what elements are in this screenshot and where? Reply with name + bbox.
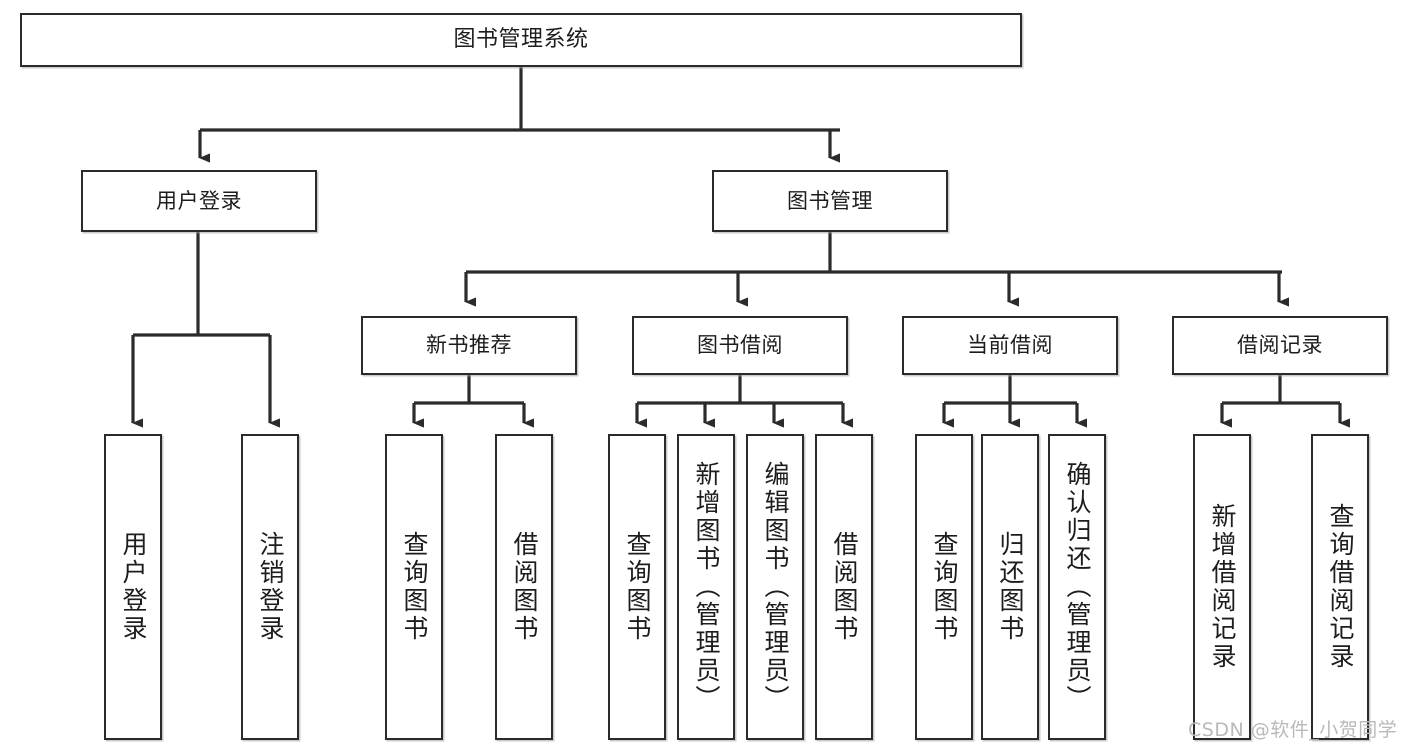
node-leaf-add-book-label: 新增图书（管理员） <box>692 461 721 713</box>
node-leaf-query-book-1-label: 查询图书 <box>400 531 429 643</box>
node-leaf-query-book-3-label: 查询图书 <box>930 531 959 643</box>
node-leaf-borrow-book-1-label: 借阅图书 <box>510 531 539 643</box>
node-leaf-confirm-return-label: 确认归还（管理员） <box>1063 461 1092 713</box>
node-leaf-add-book[interactable]: 新增图书（管理员） <box>677 434 735 740</box>
node-root[interactable]: 图书管理系统 <box>20 13 1022 67</box>
node-new-book-recommend-label: 新书推荐 <box>426 333 512 358</box>
node-leaf-add-record-label: 新增借阅记录 <box>1208 503 1237 671</box>
node-leaf-user-login[interactable]: 用户登录 <box>104 434 162 740</box>
node-leaf-edit-book-label: 编辑图书（管理员） <box>761 461 790 713</box>
node-leaf-edit-book[interactable]: 编辑图书（管理员） <box>746 434 804 740</box>
node-root-label: 图书管理系统 <box>453 27 589 53</box>
node-leaf-borrow-book-1[interactable]: 借阅图书 <box>495 434 553 740</box>
node-leaf-borrow-book-2[interactable]: 借阅图书 <box>815 434 873 740</box>
node-new-book-recommend[interactable]: 新书推荐 <box>361 316 577 375</box>
node-user-login-label: 用户登录 <box>156 188 242 213</box>
node-leaf-logout-label: 注销登录 <box>256 531 285 643</box>
node-leaf-add-record[interactable]: 新增借阅记录 <box>1193 434 1251 740</box>
node-book-borrow[interactable]: 图书借阅 <box>632 316 848 375</box>
node-leaf-user-login-label: 用户登录 <box>119 531 148 643</box>
node-leaf-return-book-label: 归还图书 <box>996 531 1025 643</box>
node-book-borrow-label: 图书借阅 <box>697 333 783 358</box>
node-current-borrow-label: 当前借阅 <box>967 333 1053 358</box>
node-book-management[interactable]: 图书管理 <box>712 170 948 232</box>
node-borrow-record-label: 借阅记录 <box>1237 333 1323 358</box>
node-leaf-query-book-2-label: 查询图书 <box>623 531 652 643</box>
node-leaf-return-book[interactable]: 归还图书 <box>981 434 1039 740</box>
node-book-management-label: 图书管理 <box>787 188 873 213</box>
node-user-login[interactable]: 用户登录 <box>81 170 317 232</box>
node-borrow-record[interactable]: 借阅记录 <box>1172 316 1388 375</box>
node-leaf-confirm-return[interactable]: 确认归还（管理员） <box>1048 434 1106 740</box>
node-leaf-borrow-book-2-label: 借阅图书 <box>830 531 859 643</box>
node-leaf-query-book-3[interactable]: 查询图书 <box>915 434 973 740</box>
node-leaf-query-book-1[interactable]: 查询图书 <box>385 434 443 740</box>
node-leaf-logout[interactable]: 注销登录 <box>241 434 299 740</box>
watermark-text: CSDN @软件_小贺同学 <box>1188 719 1398 741</box>
node-leaf-query-record-label: 查询借阅记录 <box>1326 503 1355 671</box>
node-current-borrow[interactable]: 当前借阅 <box>902 316 1118 375</box>
node-leaf-query-record[interactable]: 查询借阅记录 <box>1311 434 1369 740</box>
node-leaf-query-book-2[interactable]: 查询图书 <box>608 434 666 740</box>
